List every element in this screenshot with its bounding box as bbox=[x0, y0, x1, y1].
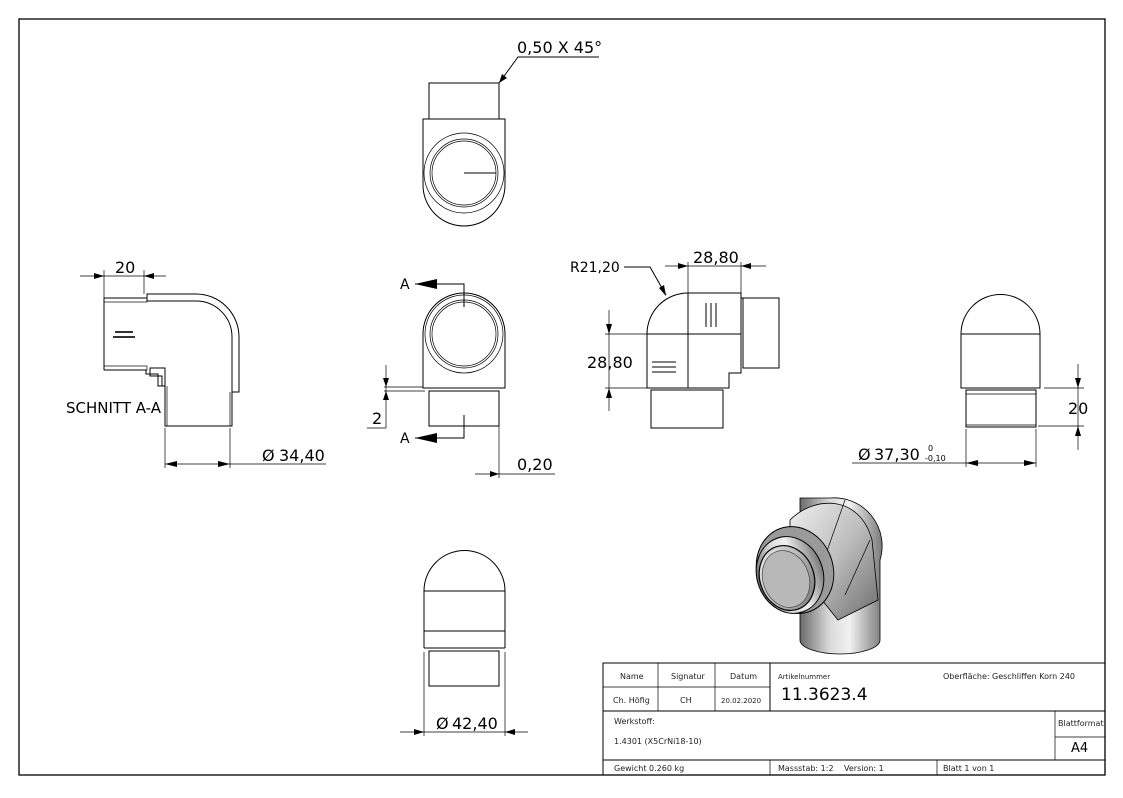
signature-value: CH bbox=[680, 696, 692, 705]
version: Version: 1 bbox=[844, 764, 884, 773]
article-value: 11.3623.4 bbox=[781, 685, 868, 705]
front-view: A A 2 0,20 bbox=[367, 277, 555, 478]
front-dim-step: 2 bbox=[372, 409, 382, 428]
format-label: Blattformat bbox=[1058, 719, 1104, 728]
surface-label: Oberfläche: bbox=[943, 672, 990, 681]
weight: Gewicht 0.260 kg bbox=[614, 764, 684, 773]
side-view: R21,20 28,80 28,80 bbox=[570, 248, 780, 429]
bottom-dim-diameter-symbol: Ø bbox=[436, 714, 449, 733]
section-dim-diameter-symbol: Ø bbox=[262, 446, 275, 465]
signature-label: Signatur bbox=[671, 672, 706, 681]
isometric-view bbox=[755, 497, 883, 655]
front-dim-offset: 0,20 bbox=[517, 455, 553, 474]
surface-value: Geschliffen Korn 240 bbox=[992, 672, 1075, 681]
format-value: A4 bbox=[1071, 741, 1088, 756]
right-view: 20 Ø 37,30 0 -0,10 bbox=[852, 294, 1088, 467]
title-block: Name Signatur Datum Ch. Höfig CH 20.02.2… bbox=[602, 662, 1106, 776]
top-view: 0,50 X 45° bbox=[422, 38, 602, 227]
bottom-view: Ø 42,40 bbox=[400, 550, 528, 736]
sheet-number: Blatt 1 von 1 bbox=[943, 764, 994, 773]
chamfer-note: 0,50 X 45° bbox=[517, 38, 602, 57]
section-view: 20 Ø 34,40 SCHNITT A-A bbox=[66, 258, 326, 468]
right-dim-length: 20 bbox=[1068, 399, 1088, 418]
right-tol-lower: -0,10 bbox=[925, 454, 946, 463]
date-value: 20.02.2020 bbox=[721, 697, 761, 705]
section-dim-length: 20 bbox=[115, 258, 135, 277]
section-marker-bottom: A bbox=[400, 431, 410, 447]
side-radius: R21,20 bbox=[570, 260, 620, 276]
scale: Massstab: 1:2 bbox=[778, 764, 834, 773]
name-label: Name bbox=[620, 672, 644, 681]
date-label: Datum bbox=[730, 672, 757, 681]
side-dim-width: 28,80 bbox=[693, 248, 739, 267]
right-tol-upper: 0 bbox=[928, 444, 933, 453]
section-dim-diameter: 34,40 bbox=[279, 446, 325, 465]
material-label: Werkstoff: bbox=[614, 717, 655, 726]
drawing-border bbox=[18, 18, 1106, 776]
material-value: 1.4301 (X5CrNi18-10) bbox=[614, 737, 702, 746]
article-label: Artikelnummer bbox=[778, 673, 830, 681]
name-value: Ch. Höfig bbox=[613, 696, 650, 705]
section-marker-top: A bbox=[400, 277, 410, 293]
section-label: SCHNITT A-A bbox=[66, 399, 162, 417]
bottom-dim-diameter: 42,40 bbox=[452, 714, 498, 733]
right-dim-diameter: 37,30 bbox=[874, 445, 920, 464]
right-dim-diameter-symbol: Ø bbox=[858, 445, 871, 464]
side-dim-height: 28,80 bbox=[587, 353, 633, 372]
